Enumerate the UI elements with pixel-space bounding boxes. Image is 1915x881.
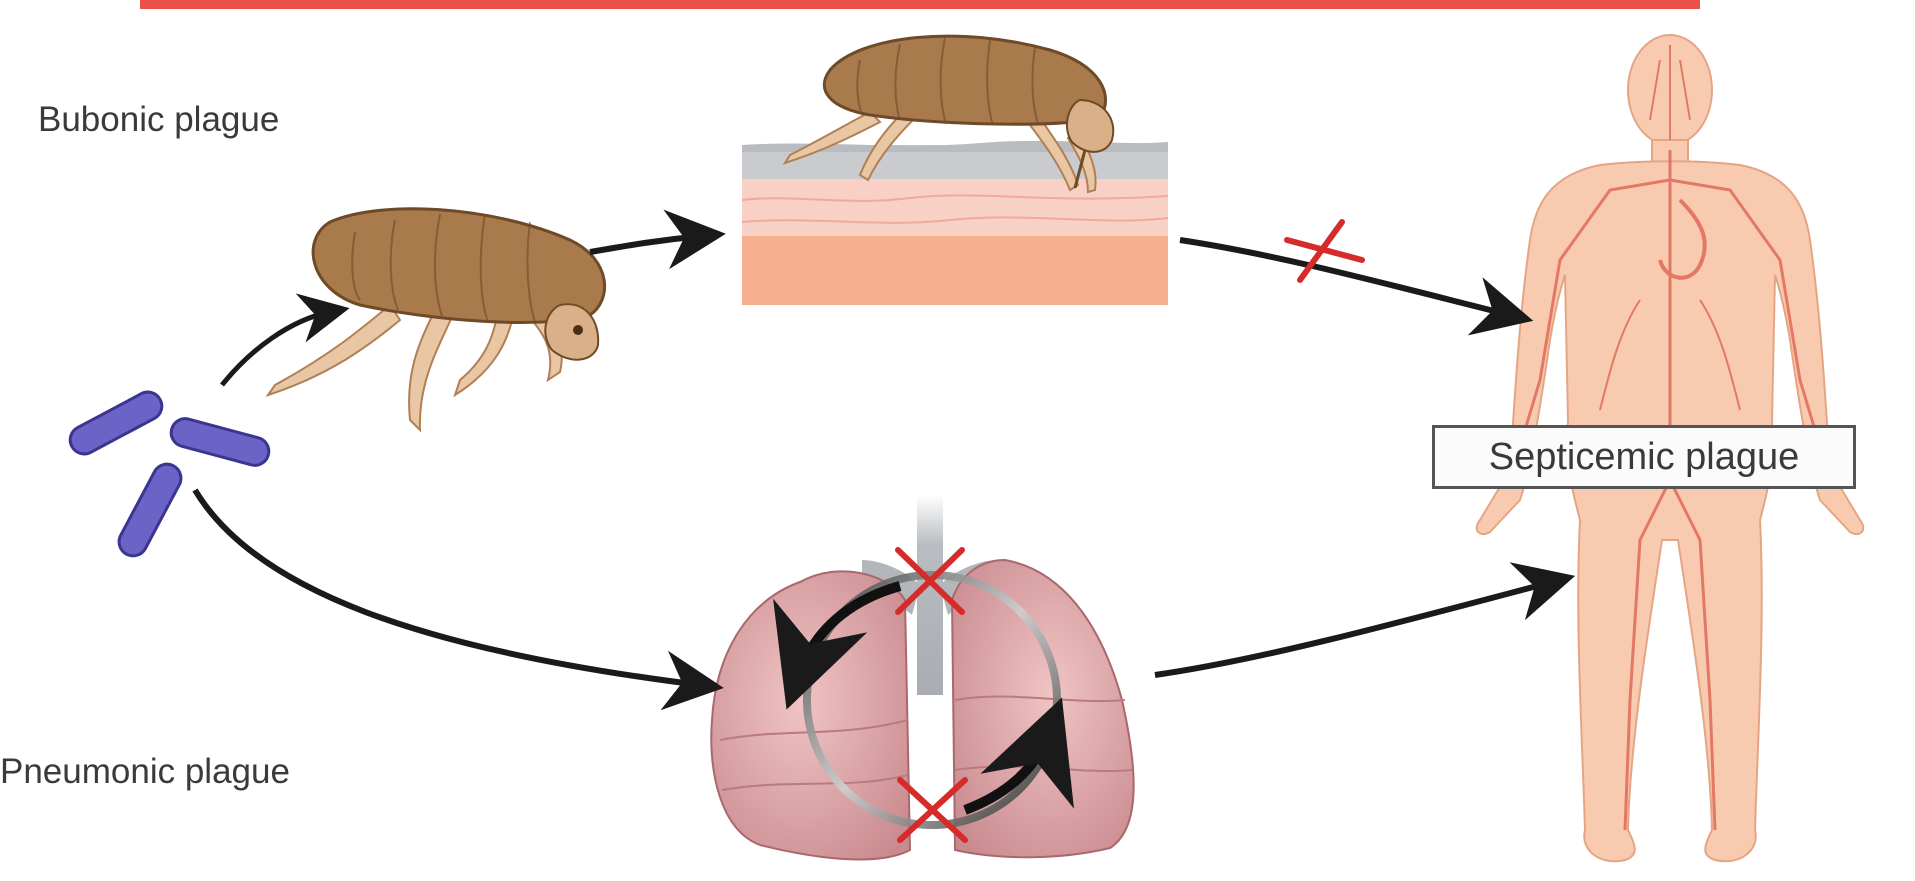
flea-icon [268, 209, 605, 430]
arrow-flea-to-skin [590, 236, 702, 252]
title-strip [140, 0, 1700, 9]
bubonic-plague-label: Bubonic plague [38, 100, 279, 140]
arrow-lungs-to-body [1155, 582, 1552, 675]
bacteria-rods-icon [65, 387, 272, 561]
septicemic-plague-text: Septicemic plague [1489, 436, 1800, 479]
septicemic-plague-label: Septicemic plague [1432, 425, 1856, 489]
arrow-skin-to-body [1180, 240, 1510, 315]
skin-layers-icon [742, 141, 1168, 305]
arrow-bacteria-to-lungs [195, 490, 700, 685]
pneumonic-plague-label: Pneumonic plague [0, 752, 290, 792]
